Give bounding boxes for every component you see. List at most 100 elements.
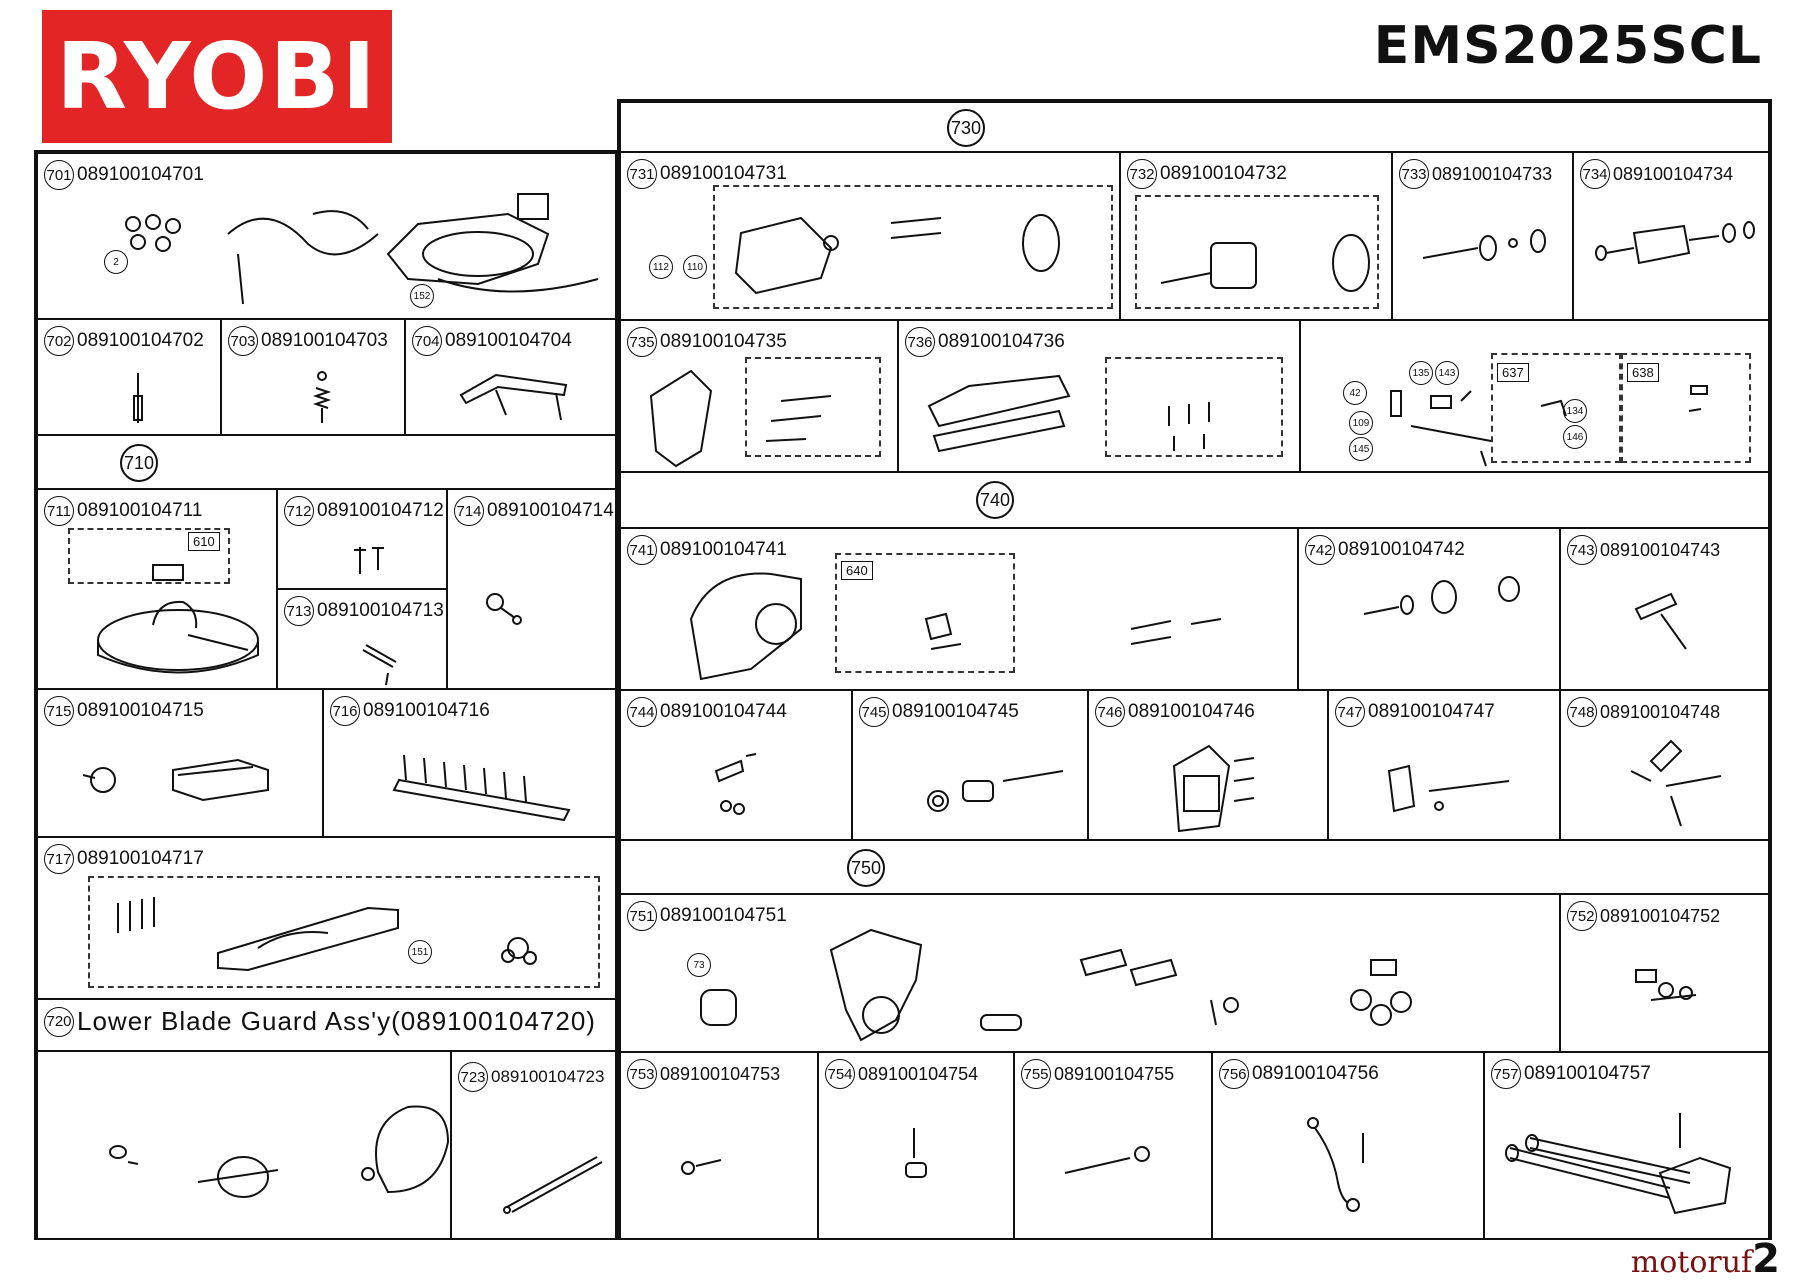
part-code: 089100104716 <box>363 700 490 721</box>
part-number-circle: 702 <box>44 326 74 356</box>
subassembly-box <box>713 185 1113 309</box>
page-number: 2 <box>1752 1236 1780 1282</box>
part-code: 089100104746 <box>1128 701 1255 722</box>
part-code: 089100104731 <box>660 163 787 184</box>
part-code: 089100104742 <box>1338 539 1465 560</box>
part-number-circle: 714 <box>454 496 484 526</box>
motor-housing-drawing <box>734 214 1060 295</box>
part-cell-720[interactable] <box>36 1050 452 1240</box>
callout-135: 135 <box>1409 361 1433 385</box>
part-number-circle: 732 <box>1127 159 1157 189</box>
callout-110: 110 <box>683 255 707 279</box>
part-code: 089100104751 <box>660 905 787 926</box>
lower-blade-guard-title: Lower Blade Guard Ass'y(089100104720) <box>77 1006 596 1036</box>
callout-42: 42 <box>1343 381 1367 405</box>
group-header-710: 710 <box>36 434 617 490</box>
group-circle: 730 <box>947 109 985 147</box>
linkage-drawing <box>1387 764 1510 813</box>
pivot-drawing <box>1635 969 1697 1001</box>
part-code: 089100104741 <box>660 539 787 560</box>
armature-drawing <box>1595 221 1755 265</box>
subassembly-box-637 <box>1491 353 1621 463</box>
part-number-circle: 720 <box>44 1006 74 1037</box>
upper-guard-drawing <box>689 572 1222 681</box>
link-drawing <box>503 1156 603 1214</box>
base-assembly-drawing <box>125 193 599 305</box>
subassembly-tag-610: 610 <box>188 532 220 551</box>
shaft-spring-drawing <box>927 770 1064 812</box>
latch-drawing <box>714 753 757 815</box>
fence-drawing <box>392 754 571 822</box>
pin-drawing <box>133 373 143 423</box>
group-circle: 740 <box>976 481 1014 519</box>
bearing-drawing <box>1422 229 1546 261</box>
stator-drawing <box>1160 234 1370 292</box>
part-cell-switch[interactable]: 637 638 42 135 143 109 145 134 146 <box>1299 319 1770 473</box>
callout-152: 152 <box>410 284 434 308</box>
bolt-drawing <box>1064 1146 1150 1174</box>
washer-drawing <box>681 1159 722 1175</box>
subassembly-box <box>745 357 881 457</box>
subassembly-box-638 <box>1621 353 1751 463</box>
part-code: 089100104715 <box>77 700 204 721</box>
part-number-circle: 716 <box>330 696 360 726</box>
part-number-circle: 717 <box>44 844 74 874</box>
subassembly-box-610 <box>68 528 230 584</box>
handle-drawing <box>649 369 832 468</box>
clamp-drawing <box>82 758 269 802</box>
part-code: 089100104748 <box>1600 701 1721 722</box>
ryobi-logo: RYOBI <box>42 10 392 143</box>
group-header-750: 750 <box>619 839 1770 895</box>
part-number-circle: 713 <box>284 596 314 626</box>
part-number-circle: 711 <box>44 496 74 526</box>
callout-2: 2 <box>104 250 128 274</box>
part-code: 089100104711 <box>77 500 203 521</box>
slide-rail-drawing <box>1505 1113 1732 1215</box>
